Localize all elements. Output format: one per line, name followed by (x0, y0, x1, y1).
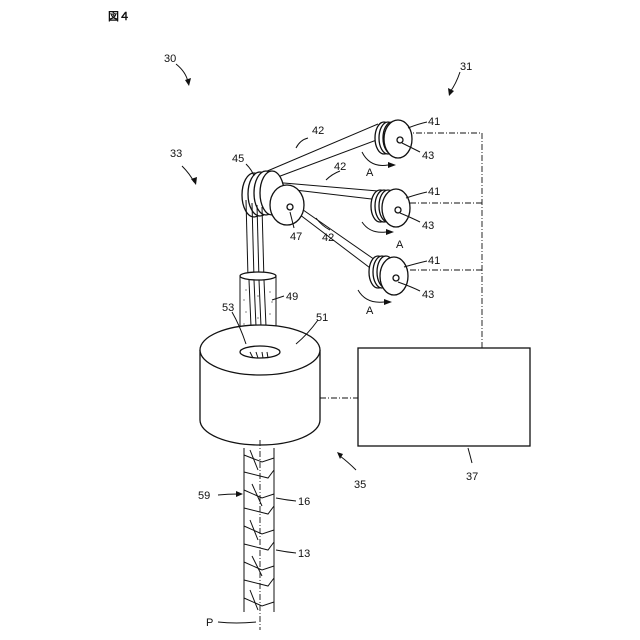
label-13: 13 (298, 548, 310, 560)
figure-title: 図４ (108, 9, 130, 23)
braided-cord (244, 440, 274, 630)
label-rotation-a-middle: A (396, 239, 404, 251)
bobbin-lower (358, 256, 408, 305)
label-42-top: 42 (312, 125, 324, 137)
controller-box (358, 348, 530, 446)
label-43-lower: 43 (422, 289, 434, 301)
label-49: 49 (286, 291, 298, 303)
label-42-middle: 42 (334, 161, 346, 173)
label-45: 45 (232, 153, 244, 165)
label-rotation-a-lower: A (366, 305, 374, 317)
bobbin-middle (362, 189, 410, 235)
label-43-middle: 43 (422, 220, 434, 232)
label-41-middle: 41 (428, 186, 440, 198)
label-51: 51 (316, 312, 328, 324)
label-33: 33 (170, 148, 182, 160)
label-35: 35 (354, 479, 366, 491)
rotating-drum-35 (200, 325, 320, 445)
label-41-top: 41 (428, 116, 440, 128)
label-16: 16 (298, 496, 310, 508)
label-p: P (206, 617, 213, 629)
label-31: 31 (460, 61, 472, 73)
label-41-lower: 41 (428, 255, 440, 267)
label-rotation-a-top: A (366, 167, 374, 179)
label-37: 37 (466, 471, 478, 483)
label-30: 30 (164, 53, 176, 65)
label-42-lower: 42 (322, 232, 334, 244)
label-43-top: 43 (422, 150, 434, 162)
label-53: 53 (222, 302, 234, 314)
guide-pulley-45 (242, 171, 304, 225)
label-47: 47 (290, 231, 302, 243)
label-59: 59 (198, 490, 210, 502)
